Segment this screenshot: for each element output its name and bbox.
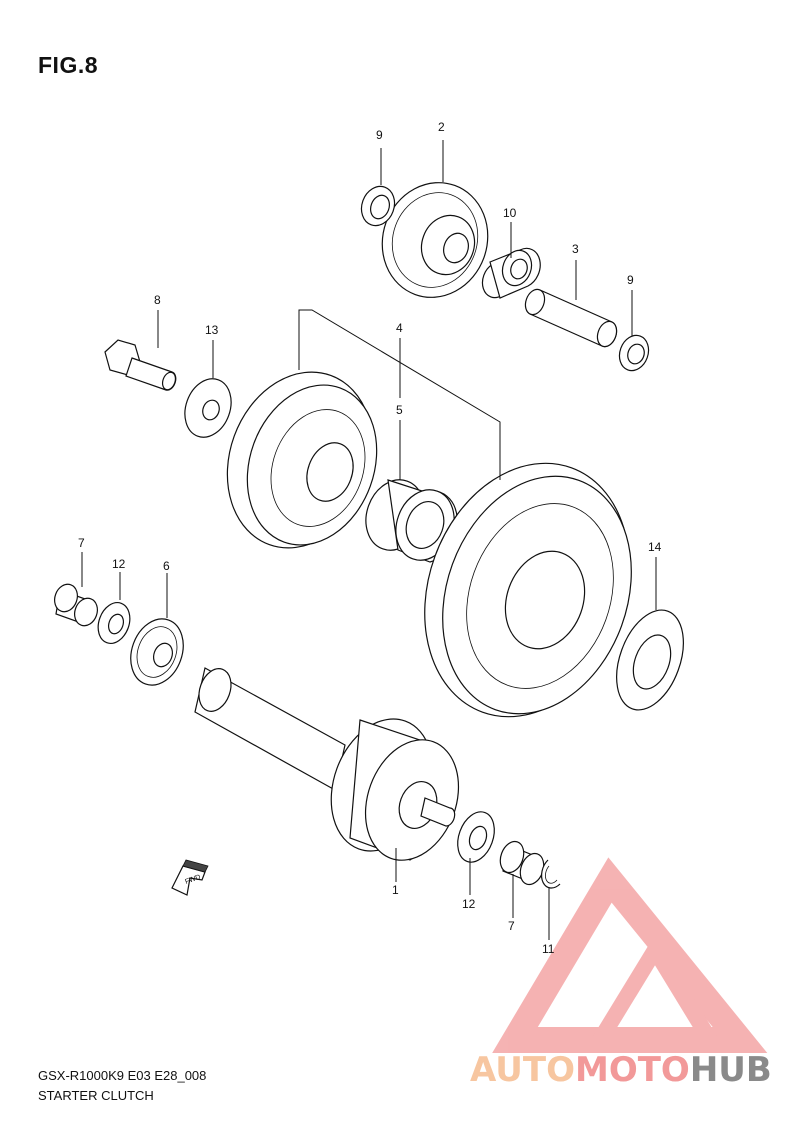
callout-11: 11 (542, 942, 555, 956)
fwd-arrow-icon (171, 859, 209, 896)
callout-13: 13 (205, 323, 219, 337)
wordmark-part-auto: AUTO (470, 1050, 575, 1090)
part-12-washer-left (97, 602, 131, 644)
callout-14: 14 (648, 540, 662, 554)
part-11-circlip (541, 859, 561, 889)
part-2-idle-gear (381, 182, 489, 298)
part-1-starter-clutch-shaft (194, 667, 460, 861)
part-10-needle-bearing (481, 247, 541, 299)
watermark-logo (492, 857, 768, 1053)
callout-4: 4 (396, 321, 403, 335)
part-7-collar-lower (499, 840, 545, 886)
callout-labels: 9 2 10 3 9 8 13 4 5 14 7 12 6 1 12 7 11 … (78, 120, 662, 956)
part-5-roller-bearing (365, 479, 458, 563)
part-4-clutch-housing (226, 371, 378, 549)
part-7-collar-left (54, 583, 98, 627)
callout-1: 1 (392, 883, 399, 897)
wordmark-part-hub: HUB (689, 1050, 772, 1090)
section-name: STARTER CLUTCH (38, 1088, 154, 1103)
figure-title: FIG.8 (38, 52, 99, 78)
callout-9-upper: 9 (376, 128, 383, 142)
diagram-footer: GSX-R1000K9 E03 E28_008 STARTER CLUTCH (38, 1066, 206, 1106)
leader-lines (81, 140, 657, 940)
callout-6: 6 (163, 559, 170, 573)
callout-5: 5 (396, 403, 403, 417)
callout-10: 10 (503, 206, 517, 220)
part-3-shaft (524, 288, 618, 348)
callout-12-lower: 12 (462, 897, 476, 911)
model-code: GSX-R1000K9 E03 E28_008 (38, 1068, 207, 1083)
part-13-washer (184, 378, 232, 438)
part-9-washer-upper (360, 185, 396, 227)
callout-12-left: 12 (112, 557, 126, 571)
part-12-washer-lower (457, 811, 495, 863)
callout-2: 2 (438, 120, 445, 134)
callout-3: 3 (572, 242, 579, 256)
part-9-washer-right (618, 334, 650, 372)
callout-7-lower: 7 (508, 919, 515, 933)
part-6-small-gear (130, 618, 184, 686)
callout-8: 8 (154, 293, 161, 307)
starter-driven-gear (424, 462, 632, 718)
watermark-wordmark: AUTOMOTOHUB (470, 1050, 772, 1090)
callout-7-left: 7 (78, 536, 85, 550)
part-14-washer (616, 609, 684, 711)
part-8-bolt (104, 339, 177, 391)
wordmark-part-moto: MOTO (574, 1050, 690, 1090)
callout-9-right: 9 (627, 273, 634, 287)
